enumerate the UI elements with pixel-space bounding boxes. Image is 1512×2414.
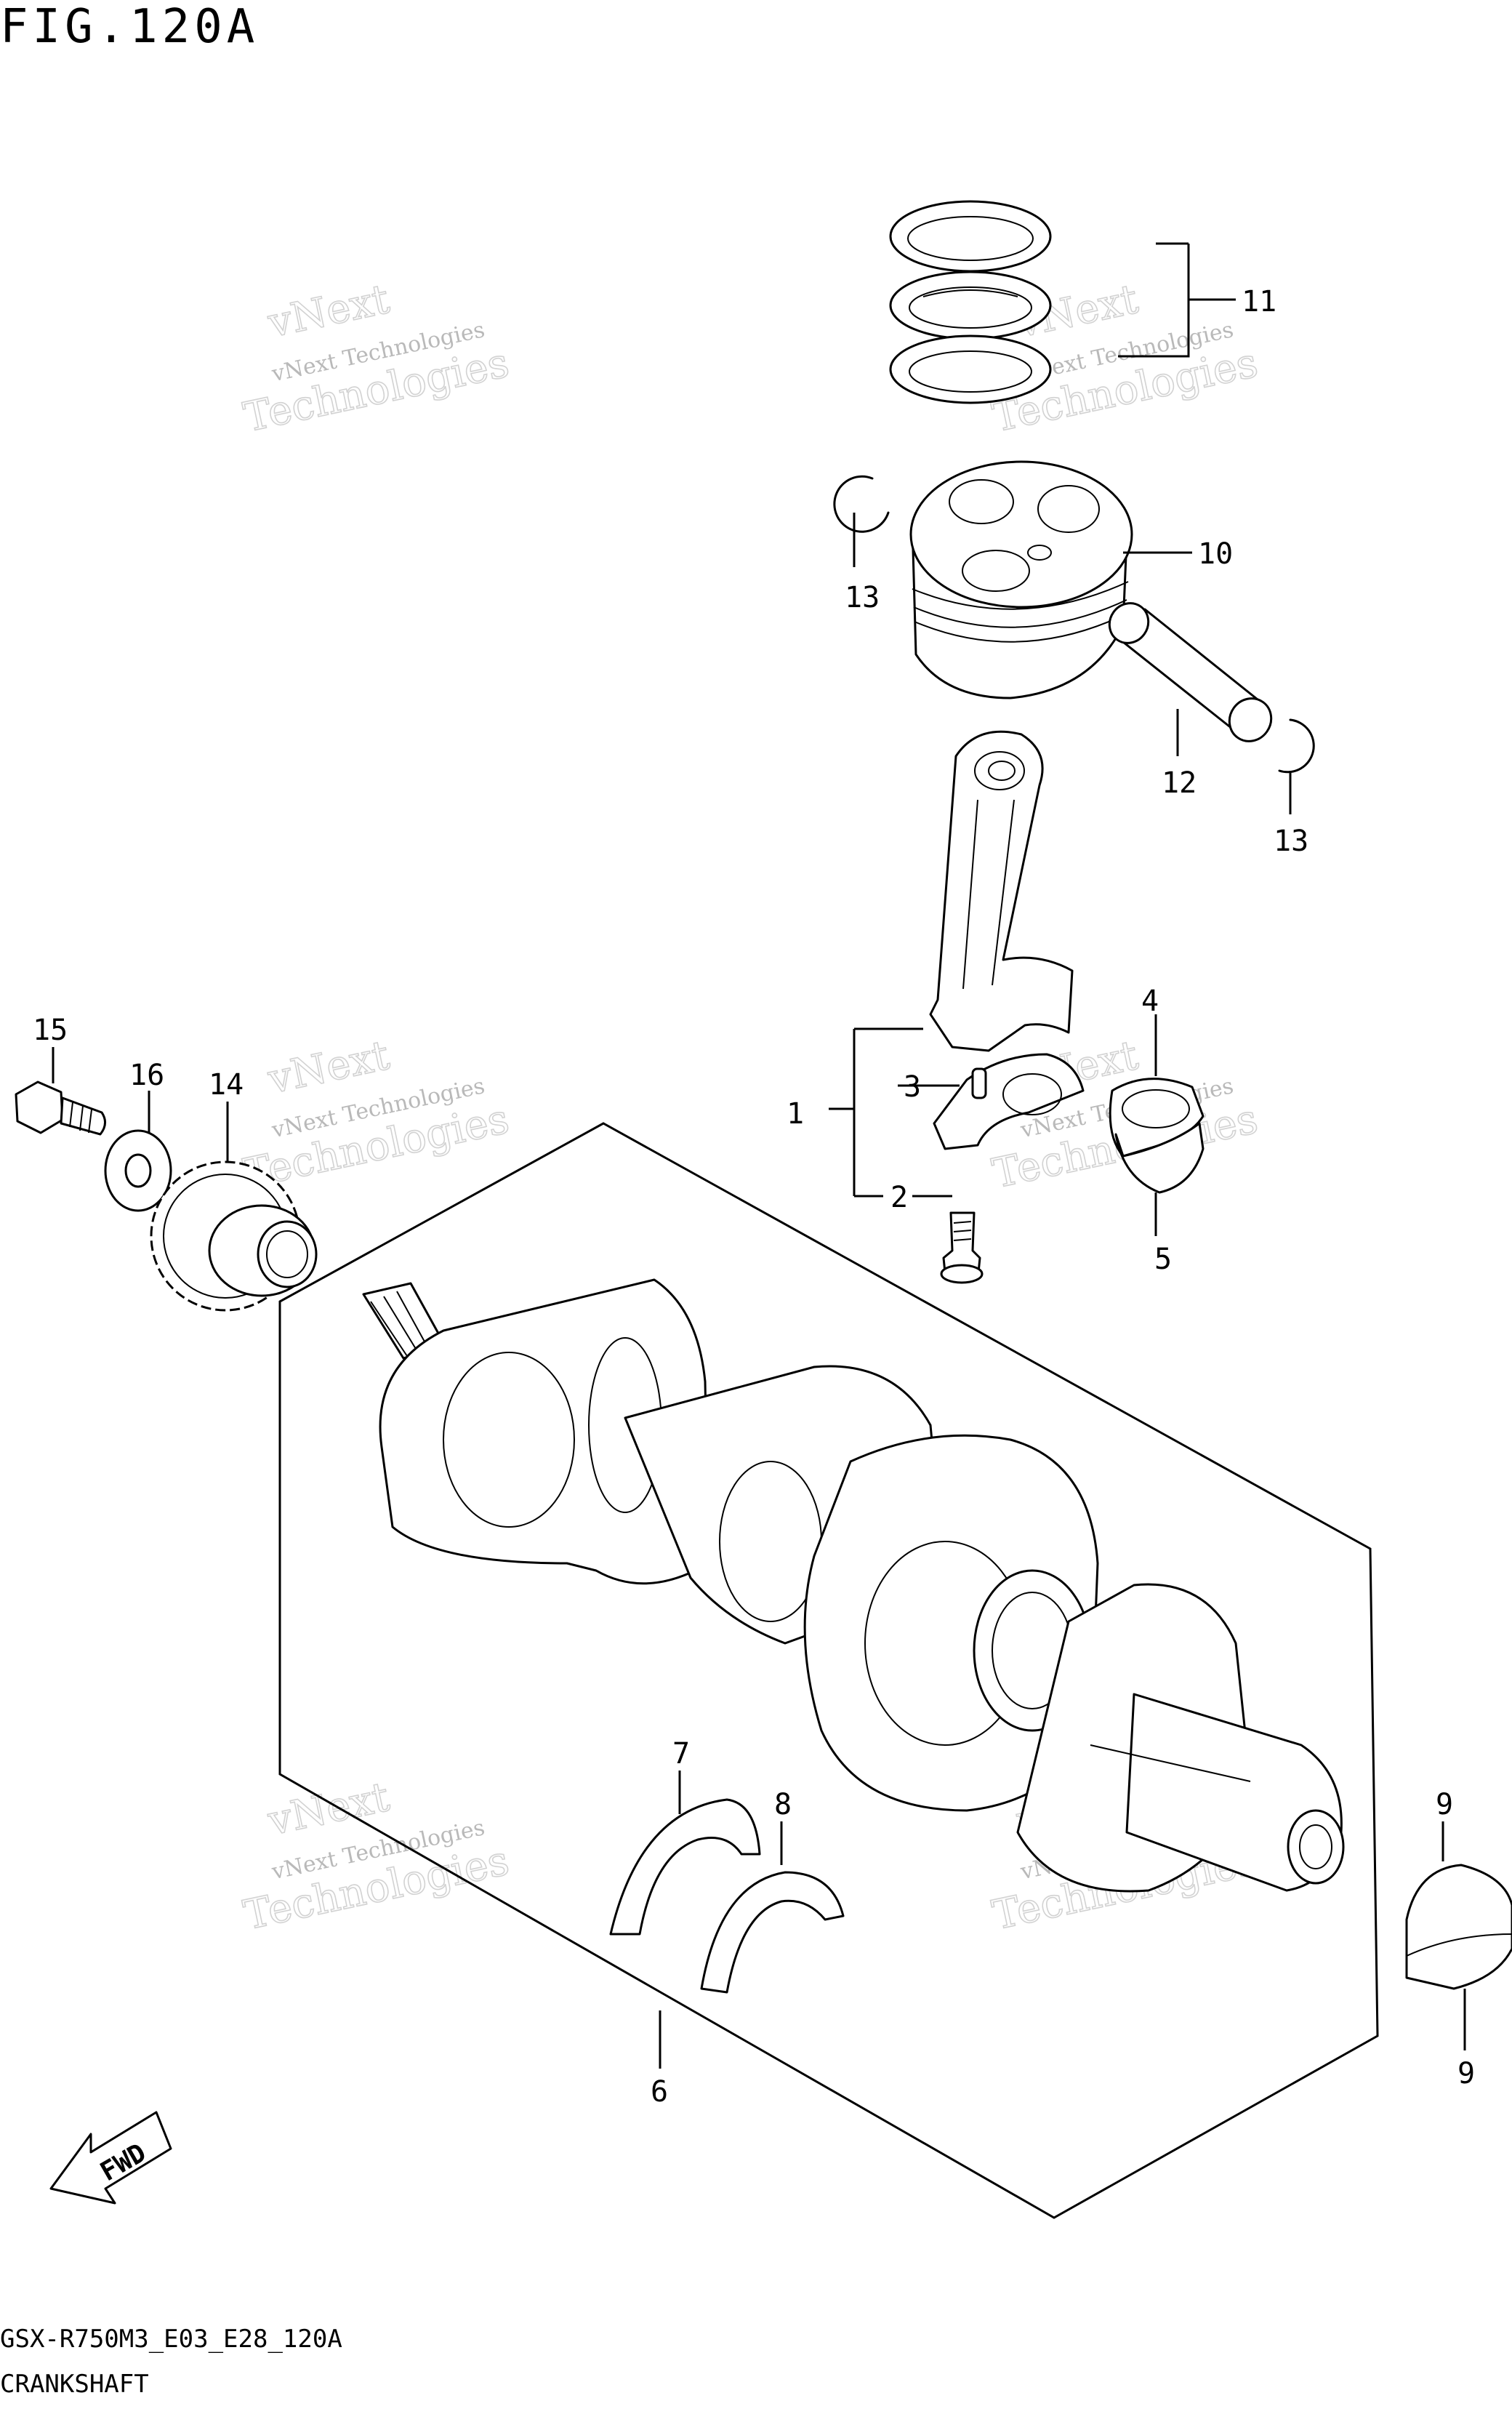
callout-7[interactable]: 7 xyxy=(672,1737,690,1771)
svg-text:vNext: vNext xyxy=(264,1032,394,1104)
piston[interactable] xyxy=(909,460,1133,699)
washer[interactable] xyxy=(104,1129,172,1212)
piston-pin-circlip-left[interactable] xyxy=(833,475,890,533)
callout-9-top[interactable]: 9 xyxy=(1436,1788,1453,1821)
crankshaft-group-outline xyxy=(278,1122,1379,2219)
watermark-1: vNext Technologies vNext Technologies xyxy=(239,275,514,442)
piston-pin-circlip-right[interactable] xyxy=(1278,718,1315,774)
svg-text:vNext: vNext xyxy=(264,276,394,348)
callout-13-left[interactable]: 13 xyxy=(845,581,880,614)
callout-14[interactable]: 14 xyxy=(209,1068,244,1102)
connecting-rod-bolt[interactable] xyxy=(940,1211,984,1284)
fwd-arrow-badge: FWD xyxy=(49,2111,172,2205)
dowel-pin[interactable] xyxy=(971,1067,987,1099)
callout-6[interactable]: 6 xyxy=(651,2075,668,2109)
diagram-code: GSX-R750M3_E03_E28_120A xyxy=(0,2325,342,2354)
callout-4[interactable]: 4 xyxy=(1141,985,1159,1018)
callout-9-bottom[interactable]: 9 xyxy=(1457,2057,1475,2090)
figure-title: FIG.120A xyxy=(0,0,259,54)
thrust-bearing-7[interactable] xyxy=(609,1798,761,1936)
leader-lines xyxy=(52,242,1466,2069)
watermark-3: vNext Technologies vNext Technologies xyxy=(239,1031,514,1198)
connecting-rod[interactable] xyxy=(929,730,1085,1150)
callout-16[interactable]: 16 xyxy=(129,1059,164,1092)
callout-3[interactable]: 3 xyxy=(904,1070,921,1104)
callout-5[interactable]: 5 xyxy=(1154,1243,1172,1276)
primary-drive-gear[interactable] xyxy=(150,1160,318,1312)
watermark-5: vNext Technologies vNext Technologies xyxy=(239,1773,514,1940)
diagram-title: CRANKSHAFT xyxy=(0,2370,149,2399)
svg-text:vNext: vNext xyxy=(264,1773,394,1845)
crankshaft-main-bearing[interactable] xyxy=(1405,1864,1512,1990)
callout-15[interactable]: 15 xyxy=(33,1014,68,1047)
callout-12[interactable]: 12 xyxy=(1162,766,1197,800)
connecting-rod-bearings[interactable] xyxy=(1109,1078,1205,1194)
piston-rings[interactable] xyxy=(889,200,1052,404)
piston-pin[interactable] xyxy=(1102,596,1280,749)
callout-10[interactable]: 10 xyxy=(1198,537,1233,571)
callout-11[interactable]: 11 xyxy=(1242,285,1276,318)
callout-8[interactable]: 8 xyxy=(774,1788,792,1821)
crankshaft[interactable] xyxy=(362,1278,1345,1893)
callout-13-right[interactable]: 13 xyxy=(1274,825,1308,858)
thrust-bearing-8[interactable] xyxy=(700,1871,845,1994)
callout-1[interactable]: 1 xyxy=(787,1097,804,1131)
flange-bolt[interactable] xyxy=(15,1080,106,1136)
callout-2[interactable]: 2 xyxy=(890,1181,908,1214)
